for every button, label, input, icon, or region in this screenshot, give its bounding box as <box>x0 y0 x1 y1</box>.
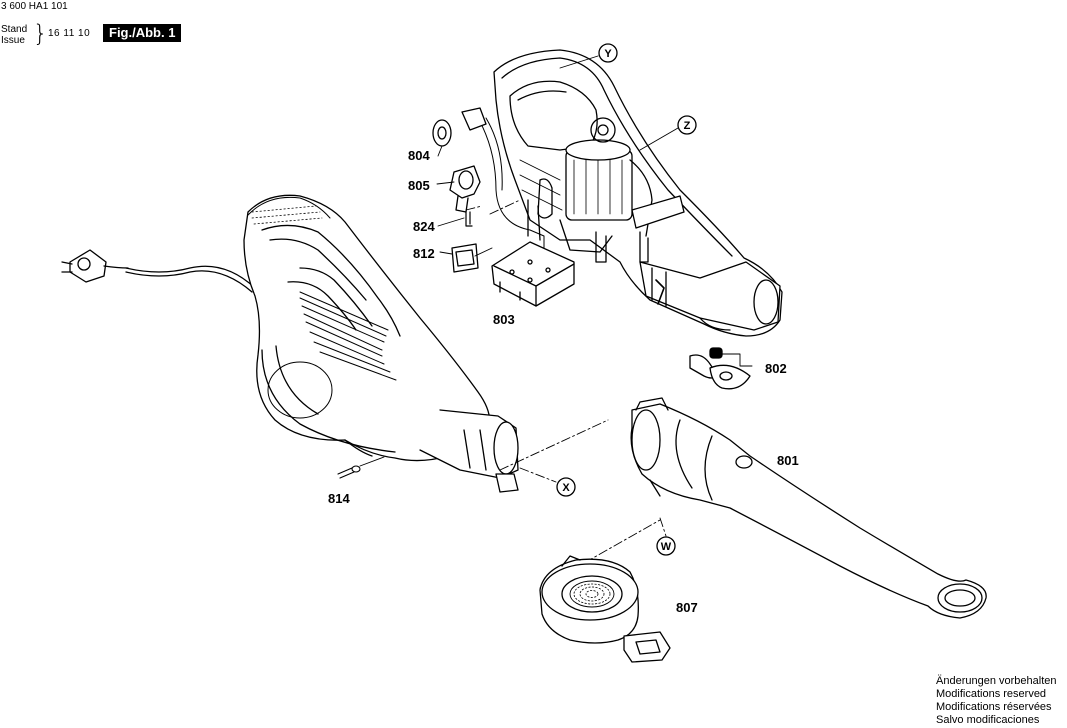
part-number-805: 805 <box>408 178 430 193</box>
issue-label: Issue <box>1 35 25 46</box>
blow-tube-801-drawing <box>630 397 987 619</box>
issue-date: 16 11 10 <box>48 28 91 39</box>
part-824-drawing <box>465 211 473 227</box>
motor-housing-drawing <box>477 49 783 337</box>
callout-z: Z <box>684 120 691 132</box>
switch-804-drawing <box>432 107 487 157</box>
footer-line-en: Modifications reserved <box>936 688 1047 700</box>
document-number: 3 600 HA1 101 <box>1 1 68 12</box>
brace-symbol: } <box>33 21 48 47</box>
footer-notice: Änderungen vorbehalten Modifications res… <box>936 675 1056 727</box>
callout-circle-y <box>598 43 618 63</box>
part-number-803: 803 <box>493 312 515 327</box>
power-plug-drawing <box>61 249 129 283</box>
part-number-801: 801 <box>777 453 799 468</box>
part-number-812: 812 <box>413 246 435 261</box>
intake-cover-807-drawing <box>539 555 671 663</box>
callout-circle-z <box>677 115 697 135</box>
footer-line-de: Änderungen vorbehalten <box>936 675 1057 687</box>
callout-x: X <box>562 482 570 494</box>
part-812-drawing <box>451 243 479 273</box>
screw-814-drawing <box>337 456 385 479</box>
part-number-802: 802 <box>765 361 787 376</box>
figure-label: Fig./Abb. 1 <box>103 24 182 42</box>
callout-circle-w <box>656 536 676 556</box>
part-803-drawing <box>491 241 575 307</box>
callout-w: W <box>661 541 672 553</box>
part-number-804: 804 <box>408 148 430 163</box>
stand-label: Stand <box>1 24 28 35</box>
part-number-807: 807 <box>676 600 698 615</box>
footer-line-fr: Modifications réservées <box>936 701 1052 713</box>
callout-circle-x <box>556 477 576 497</box>
left-housing-drawing <box>61 194 519 493</box>
part-802-drawing <box>689 347 753 390</box>
part-number-824: 824 <box>413 219 435 234</box>
callout-y: Y <box>604 48 612 60</box>
switch-805-drawing <box>449 165 481 213</box>
leader-lines <box>436 181 493 257</box>
power-cord-drawing <box>125 265 256 289</box>
part-number-814: 814 <box>328 491 350 506</box>
footer-line-es: Salvo modificaciones <box>936 714 1040 726</box>
